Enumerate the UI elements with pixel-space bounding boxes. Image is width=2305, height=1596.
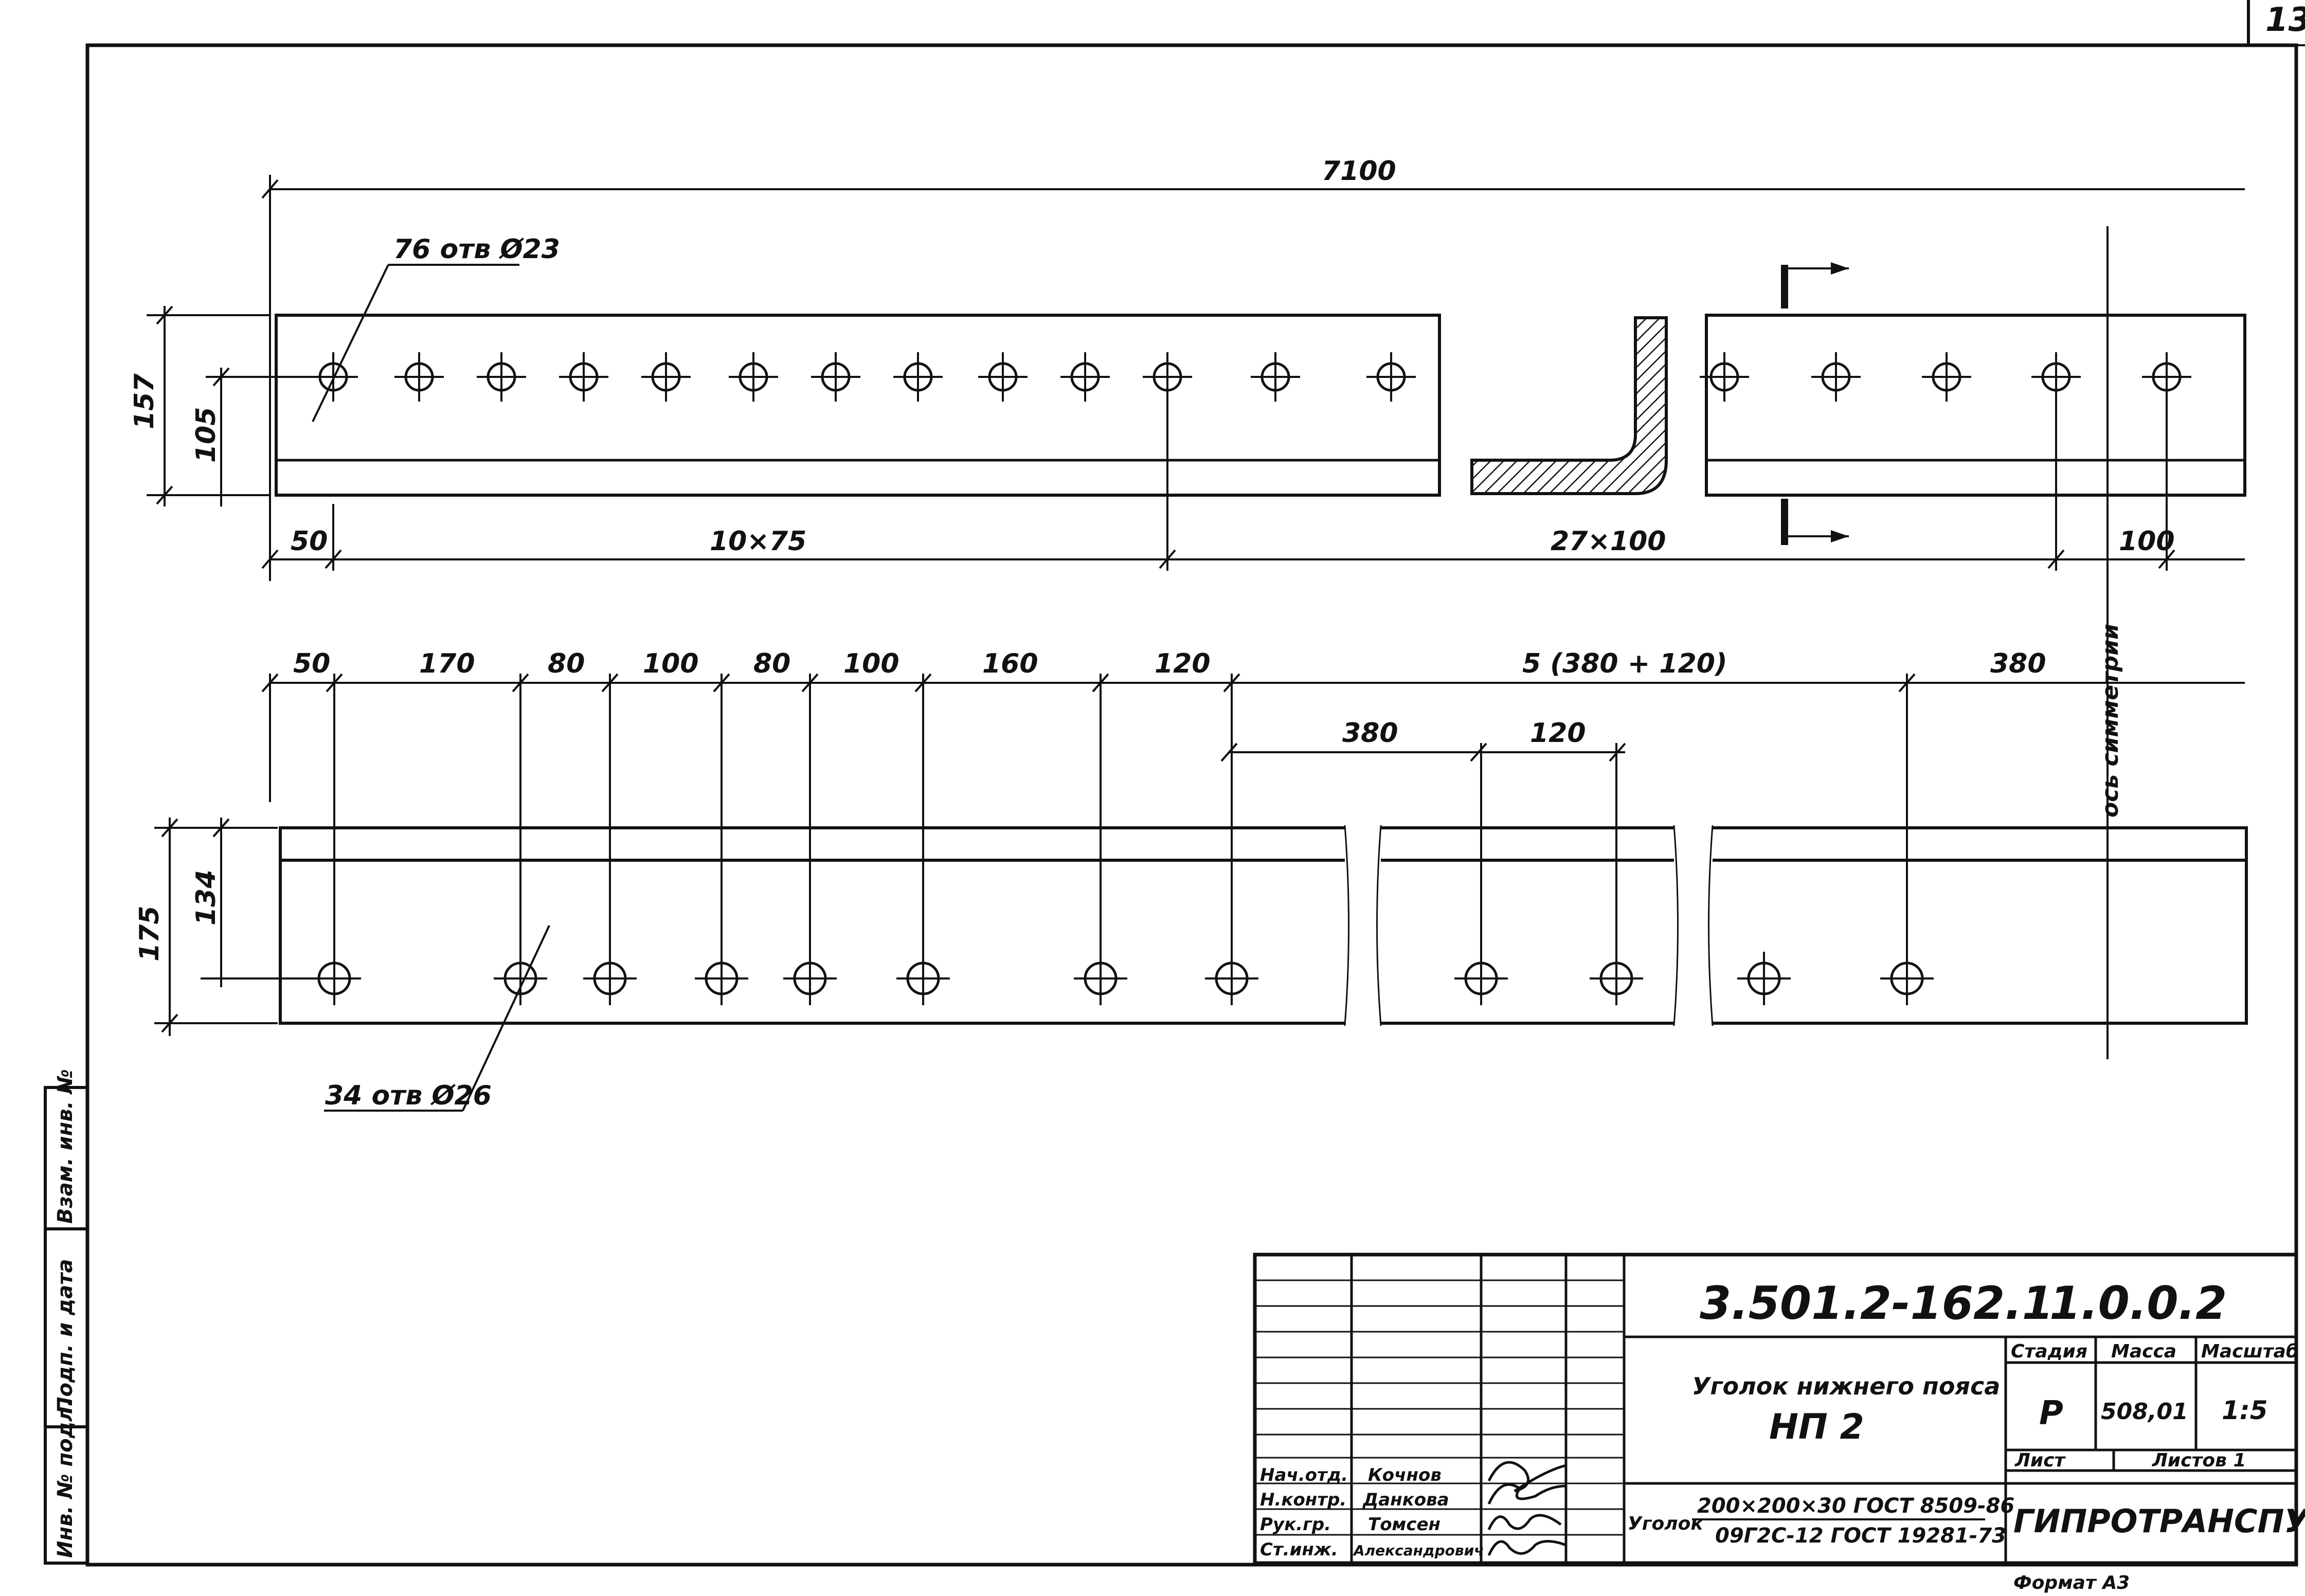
bottom-hole (783, 952, 837, 1005)
staff-name-2: Данкова (1362, 1490, 1449, 1510)
dim-top-edge: 50 (291, 526, 328, 557)
scale-label: Масштаб (2201, 1341, 2299, 1362)
dim-chain-4: 100 (643, 648, 699, 679)
scale-value: 1:5 (2222, 1395, 2268, 1425)
top-hole (978, 352, 1028, 402)
side-sign-date: Подп. и дата (53, 1259, 77, 1414)
bottom-view: 50 170 80 100 80 100 160 120 5 (380 + 12… (134, 624, 2248, 1112)
top-hole (1060, 352, 1110, 402)
dim-chain-2: 170 (419, 648, 475, 679)
dim-chain-3: 80 (548, 648, 585, 679)
designation: 3.501.2-162.1 (1700, 1277, 2054, 1330)
bottom-holes-note: 34 отв Ø26 (325, 1080, 492, 1111)
dim-bottom-height-outer: 175 (134, 905, 165, 962)
top-hole (2142, 352, 2191, 402)
side-replace-inv: Взам. инв. № (53, 1069, 77, 1224)
top-hole (1251, 352, 1300, 402)
top-view: 7100 157 105 (129, 156, 2246, 1059)
top-hole (811, 352, 860, 402)
top-hole (1143, 352, 1192, 402)
dim-chain-5: 80 (753, 648, 790, 679)
signature-3 (1487, 1514, 1562, 1531)
staff-role-2: Н.контр. (1260, 1490, 1346, 1510)
top-holes-note: 76 отв Ø23 (393, 234, 560, 265)
sheet-frame (85, 0, 2305, 1567)
bottom-hole (896, 952, 950, 1005)
top-hole (641, 352, 691, 402)
stage-label: Стадия (2011, 1341, 2087, 1362)
dim-repeat: 5 (380 + 120) (1522, 648, 1727, 679)
sheets-label: Листов 1 (2152, 1450, 2246, 1471)
mass-label: Масса (2111, 1341, 2176, 1362)
staff-name-1: Кочнов (1368, 1465, 1442, 1485)
staff-role-1: Нач.отд. (1260, 1465, 1348, 1485)
bottom-holes (308, 952, 1934, 1005)
dim-bottom-height-gauge: 134 (191, 869, 222, 926)
bottom-hole (695, 952, 748, 1005)
mass-value: 508,01 (2101, 1399, 2188, 1425)
dim-chain-7: 160 (982, 648, 1038, 679)
dim-sub-a: 380 (1342, 718, 1398, 749)
designation-code: 1.0.0.2 (2049, 1277, 2227, 1330)
signature-4 (1487, 1540, 1566, 1556)
format-label: Формат А3 (2013, 1572, 2130, 1593)
bottom-hole (1454, 952, 1508, 1005)
staff-name-3: Томсен (1368, 1514, 1440, 1535)
bottom-hole (1880, 952, 1934, 1005)
dim-sub-b: 120 (1530, 718, 1586, 749)
top-hole (2031, 352, 2081, 402)
side-stamp: Взам. инв. № Подп. и дата Инв. № подл. (44, 1069, 89, 1565)
top-hole (394, 352, 444, 402)
signature-1 (1487, 1461, 1566, 1493)
angle-section (1470, 316, 1668, 495)
top-holes (309, 352, 2191, 402)
sheet-label: Лист (2014, 1450, 2066, 1471)
bottom-hole (308, 952, 361, 1005)
bottom-hole (1590, 952, 1643, 1005)
bottom-hole (1074, 952, 1127, 1005)
top-hole (1700, 352, 1749, 402)
staff-table: Нач.отд. Кочнов Н.контр. Данкова Рук.гр.… (1260, 1465, 1484, 1560)
material-prefix: Уголок (1628, 1513, 1704, 1534)
top-hole (1922, 352, 1971, 402)
dim-chain-1: 50 (293, 648, 330, 679)
side-inv-orig: Инв. № подл. (53, 1399, 77, 1558)
signatures (1487, 1461, 1566, 1556)
staff-role-3: Рук.гр. (1260, 1514, 1331, 1535)
stage-value: Р (2039, 1394, 2063, 1432)
bottom-hole (583, 952, 637, 1005)
top-hole (559, 352, 608, 402)
organization: ГИПРОТРАНСПУТЬ (2013, 1502, 2305, 1540)
symmetry-axis-label: ось симметрии (2097, 624, 2123, 818)
staff-role-4: Ст.инж. (1260, 1539, 1338, 1560)
dim-top-pitch-left: 10×75 (710, 526, 806, 557)
top-hole (893, 352, 943, 402)
bottom-hole (494, 952, 547, 1005)
title-block: 3.501.2-162.1 1.0.0.2 Уголок нижнего поя… (1253, 1253, 2305, 1565)
dim-top-height-outer: 157 (129, 373, 160, 429)
staff-name-4: Александрович (1353, 1542, 1484, 1559)
dim-top-height-gauge: 105 (191, 407, 222, 463)
top-hole (477, 352, 526, 402)
sheet-number: 13 (2265, 1, 2305, 39)
signature-2 (1487, 1483, 1566, 1505)
bottom-dim-chain: 50 170 80 100 80 100 160 120 (293, 648, 1211, 679)
dim-top-end: 100 (2119, 526, 2175, 557)
bottom-hole (1737, 952, 1791, 1005)
dim-last: 380 (1990, 648, 2046, 679)
top-hole (1811, 352, 1861, 402)
bottom-hole (1205, 952, 1258, 1005)
part-name-line2: НП 2 (1769, 1407, 1864, 1447)
top-hole (729, 352, 778, 402)
material-line2: 09Г2С-12 ГОСТ 19281-73 (1715, 1524, 2006, 1548)
dim-overall-length: 7100 (1322, 156, 1396, 187)
top-hole (1366, 352, 1416, 402)
material-line1: 200×200×30 ГОСТ 8509-86 (1697, 1494, 2014, 1518)
dim-chain-8: 120 (1155, 648, 1211, 679)
dim-chain-6: 100 (843, 648, 899, 679)
dim-top-pitch-right: 27×100 (1551, 526, 1666, 557)
part-name-line1: Уголок нижнего пояса (1692, 1372, 2000, 1400)
